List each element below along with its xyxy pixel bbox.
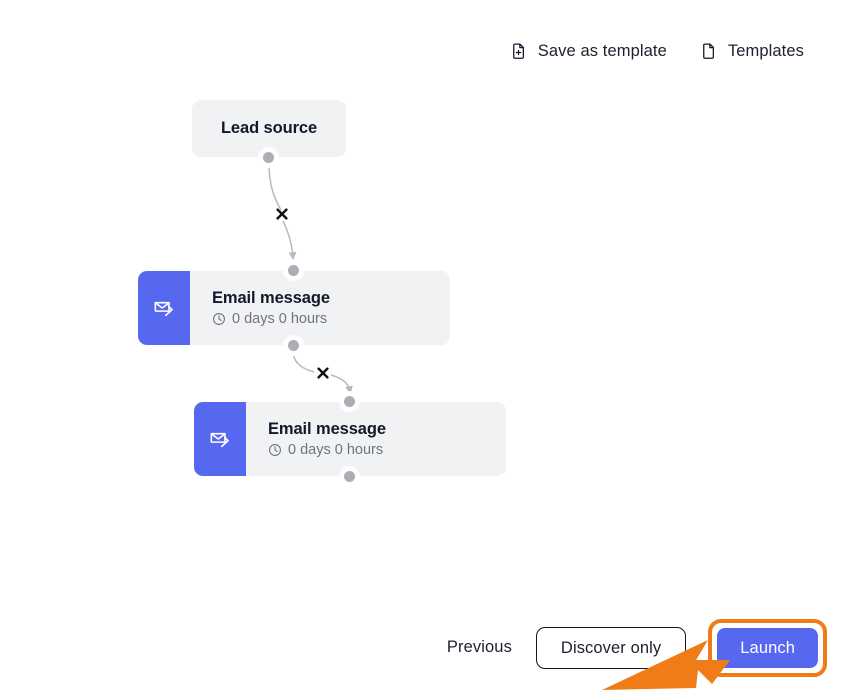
save-as-template-label: Save as template bbox=[537, 42, 667, 60]
email-send-icon bbox=[138, 271, 190, 345]
node-port-input-email-message-2[interactable] bbox=[344, 396, 355, 407]
node-title: Email message bbox=[212, 288, 330, 307]
node-port-output-email-message-1[interactable] bbox=[288, 340, 299, 351]
wizard-footer: Previous Discover only Launch bbox=[445, 618, 827, 677]
node-port-output-email-message-2[interactable] bbox=[344, 471, 355, 482]
node-delay: 0 days 0 hours bbox=[212, 311, 434, 328]
workflow-node-lead-source[interactable]: Lead source bbox=[192, 100, 346, 157]
node-delay-label: 0 days 0 hours bbox=[232, 310, 328, 327]
edge-delete-button-1[interactable] bbox=[274, 206, 290, 222]
workflow-node-email-message-2[interactable]: Email message 0 days 0 hours bbox=[194, 402, 506, 476]
save-as-template-button[interactable]: Save as template bbox=[509, 42, 667, 61]
file-plus-icon bbox=[509, 42, 528, 61]
previous-button[interactable]: Previous bbox=[446, 638, 512, 657]
node-delay: 0 days 0 hours bbox=[268, 442, 490, 459]
discover-only-button[interactable]: Discover only bbox=[535, 626, 687, 669]
edge-delete-button-2[interactable] bbox=[315, 365, 331, 381]
node-delay-label: 0 days 0 hours bbox=[288, 441, 384, 458]
workflow-node-email-message-1[interactable]: Email message 0 days 0 hours bbox=[138, 271, 450, 345]
node-port-output-lead-source[interactable] bbox=[263, 152, 274, 163]
email-send-icon bbox=[194, 402, 246, 476]
launch-button-highlight: Launch bbox=[708, 618, 827, 677]
clock-icon bbox=[212, 312, 226, 326]
canvas-toolbar: Save as template Templates bbox=[509, 42, 804, 61]
launch-button[interactable]: Launch bbox=[717, 627, 818, 668]
templates-label: Templates bbox=[727, 42, 804, 60]
templates-button[interactable]: Templates bbox=[699, 42, 804, 61]
clock-icon bbox=[268, 443, 282, 457]
node-title: Lead source bbox=[220, 119, 318, 137]
file-icon bbox=[699, 42, 718, 61]
node-title: Email message bbox=[268, 419, 386, 438]
node-port-input-email-message-1[interactable] bbox=[288, 265, 299, 276]
